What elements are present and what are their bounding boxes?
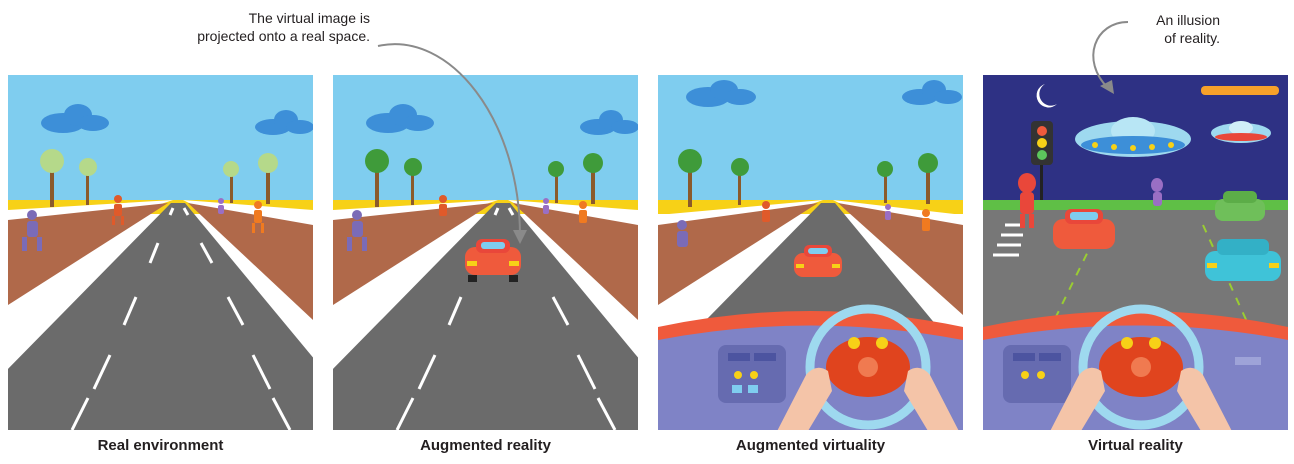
pedestrian-icon (762, 201, 770, 222)
hands-icon (777, 367, 959, 430)
virtual-car-icon (465, 239, 521, 282)
augmented-reality-scene (333, 75, 638, 430)
projection-note-line2: projected onto a real space. (197, 28, 370, 44)
tree-icon (548, 161, 564, 203)
virtual-reality-scene (983, 75, 1288, 430)
tree-icon (40, 149, 64, 207)
tree-icon (583, 153, 603, 204)
panel-augmented-virtuality (658, 75, 963, 430)
tree-icon (678, 149, 702, 207)
pedestrian-icon (112, 195, 124, 225)
tree-icon (731, 158, 749, 205)
cloud-icon (41, 104, 109, 133)
crescent-moon-icon (1036, 84, 1057, 108)
illusion-note-line1: An illusion (1156, 12, 1220, 28)
illusion-note: An illusion of reality. (1110, 11, 1220, 47)
alien-icon (1018, 173, 1036, 228)
caption-virtual-reality: Virtual reality (1088, 437, 1183, 454)
pedestrian-icon (439, 195, 447, 216)
cloud-icon (255, 110, 313, 135)
panel-real-environment (8, 75, 313, 430)
pedestrian-icon (22, 210, 42, 251)
hands-icon (1050, 367, 1232, 430)
tree-icon (877, 161, 893, 203)
pedestrian-icon (218, 198, 224, 214)
pedestrian-icon (543, 198, 549, 214)
car-icon (1215, 191, 1265, 221)
caption-augmented-virtuality: Augmented virtuality (735, 437, 886, 454)
cloud-icon (580, 110, 638, 135)
traffic-light-icon (1031, 121, 1053, 215)
panel-augmented-reality (333, 75, 638, 430)
alien-icon (1151, 178, 1163, 206)
illusion-note-line2: of reality. (1164, 30, 1220, 46)
cloud-icon (686, 80, 756, 107)
real-environment-scene (8, 75, 313, 430)
steering-wheel-icon (805, 304, 931, 430)
car-icon (1053, 209, 1115, 249)
car-icon (1205, 239, 1281, 281)
pedestrian-icon (252, 201, 264, 233)
panel-virtual-reality (983, 75, 1288, 430)
pedestrian-icon (885, 204, 891, 220)
pedestrian-icon (922, 209, 930, 231)
ufo-icon (1211, 121, 1271, 143)
ufo-icon (1075, 117, 1191, 157)
cloud-icon (902, 80, 962, 105)
steering-wheel-icon (1078, 304, 1204, 430)
tree-icon (79, 158, 97, 205)
projection-note: The virtual image is projected onto a re… (140, 9, 370, 45)
projection-note-line1: The virtual image is (248, 10, 370, 26)
pedestrian-icon (347, 210, 367, 251)
energy-bar (1201, 86, 1279, 95)
tree-icon (223, 161, 239, 203)
pedestrian-icon (677, 220, 688, 247)
car-icon (794, 245, 842, 277)
caption-real-environment: Real environment (97, 437, 224, 454)
tree-icon (918, 153, 938, 204)
augmented-virtuality-scene (658, 75, 963, 430)
pedestrian-icon (579, 201, 587, 223)
caption-augmented-reality: Augmented reality (420, 437, 551, 454)
tree-icon (258, 153, 278, 204)
